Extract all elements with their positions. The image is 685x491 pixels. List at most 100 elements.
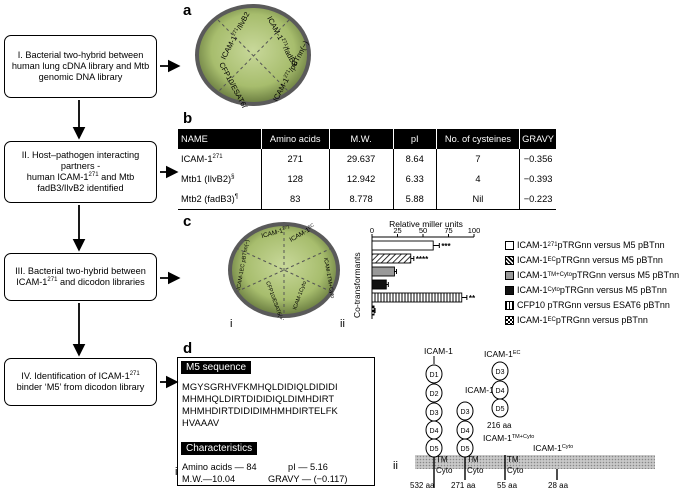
table-row: Mtb2 (fadB3)¶ 83 8.778 5.88 Nil −0.223 <box>178 189 556 210</box>
col-name: NAME <box>178 129 262 149</box>
svg-text:D4: D4 <box>461 428 470 435</box>
svg-text:D1: D1 <box>430 372 439 379</box>
m5-mw: M.W.—10.04 <box>182 474 236 484</box>
panel-c-letter: c <box>183 213 192 230</box>
m5-pi: pI — 5.16 <box>288 462 328 472</box>
flow-box-1: I. Bacterial two-hybrid between human lu… <box>4 35 157 98</box>
legend-swatch-check <box>505 315 514 325</box>
table-row: Mtb1 (IlvB2)§ 128 12.942 6.33 4 −0.393 <box>178 169 556 189</box>
label-532aa: 532 aa <box>410 481 435 490</box>
m5-sequence-header: M5 sequence <box>181 361 252 374</box>
chart-ylabel: Co-transformants <box>352 252 362 318</box>
chart-bar <box>371 266 395 277</box>
chart-bar <box>371 279 387 290</box>
panel-a-letter: a <box>183 2 192 19</box>
m5-seq-line: HVAAAV <box>182 417 220 428</box>
col-pi: pI <box>393 129 437 149</box>
m5-seq-line: MHMHDIRTDIDIDIMHMHDIRTELFK <box>182 405 338 416</box>
svg-text:Cyto: Cyto <box>507 466 524 475</box>
col-mw: M.W. <box>329 129 394 149</box>
legend-swatch-vstripe <box>505 300 514 310</box>
table-row: ICAM-1271 271 29.637 8.64 7 −0.356 <box>178 149 556 169</box>
panel-b-letter: b <box>183 110 193 127</box>
chart-bar <box>371 305 375 316</box>
svg-text:D3: D3 <box>496 369 505 376</box>
chart-tick-label: 0 <box>370 226 374 235</box>
svg-text:TM: TM <box>507 455 519 464</box>
chart-significance: **** <box>416 255 429 264</box>
label-55aa: 55 aa <box>497 481 518 490</box>
legend-swatch-gray <box>505 270 514 280</box>
m5-gravy: GRAVY — (−0.117) <box>268 474 348 484</box>
m5-aa: Amino acids — 84 <box>182 462 257 472</box>
flow-box-3: III. Bacterial two-hybrid between ICAM-1… <box>4 253 157 301</box>
chart-bar <box>371 240 434 251</box>
legend-item-5: CFP10 pTRGnn versus ESAT6 pBTnn <box>505 300 670 310</box>
chart-significance: ** <box>469 294 476 303</box>
panel-d-letter: d <box>183 340 193 357</box>
svg-text:D3: D3 <box>430 410 439 417</box>
svg-text:Cyto: Cyto <box>436 466 453 475</box>
col-gravy: GRAVY <box>519 129 556 149</box>
miller-units-chart: Relative miller units Co-transformants 0… <box>352 220 481 319</box>
chart-tick-label: 75 <box>444 226 452 235</box>
legend-swatch-hatch <box>505 255 514 265</box>
legend-swatch-black <box>505 285 514 295</box>
membrane <box>415 455 655 469</box>
flow-box-1-text: I. Bacterial two-hybrid between human lu… <box>11 49 150 83</box>
chart-bar <box>371 253 412 264</box>
svg-text:D5: D5 <box>496 406 505 413</box>
svg-text:D4: D4 <box>430 428 439 435</box>
svg-text:D5: D5 <box>430 446 439 453</box>
label-216aa: 216 aa <box>487 421 512 430</box>
chart-tick-label: 100 <box>468 226 481 235</box>
legend-swatch-white <box>505 240 514 250</box>
plate-c: ICAM-1271 ICAM-1EC ICAM-1TM+Cyto ICAM-1C… <box>228 222 340 320</box>
svg-text:TM: TM <box>436 455 448 464</box>
flow-box-4-text: IV. Identification of ICAM-1271 binder ‘… <box>16 370 145 393</box>
label-icamcyto: ICAM-1Cyto <box>533 443 573 453</box>
svg-text:D3: D3 <box>461 409 470 416</box>
label-icamtm: ICAM-1TM+Cyto <box>483 433 534 443</box>
svg-text:D2: D2 <box>430 391 439 398</box>
label-28aa: 28 aa <box>548 481 569 490</box>
panel-ci-label: i <box>230 318 233 330</box>
plate-a: ICAM-1271/IlvB2 ICAM-1271/fadB3 CFP10/ES… <box>195 4 311 108</box>
flow-box-2-text: II. Host–pathogen interacting partners -… <box>21 149 140 194</box>
svg-text:D4: D4 <box>496 388 505 395</box>
flow-box-4: IV. Identification of ICAM-1271 binder ‘… <box>4 358 157 406</box>
properties-table: NAME Amino acids M.W. pI No. of cysteine… <box>178 129 556 210</box>
svg-text:Cyto: Cyto <box>467 466 484 475</box>
m5-seq-line: MGYSGRHVFKMHQLDIDIQLDIDIDI <box>182 381 338 392</box>
domain-d1 <box>425 364 443 384</box>
chart-tick-label: 25 <box>393 226 401 235</box>
label-icam1: ICAM-1 <box>424 346 453 356</box>
chart-title: Relative miller units <box>389 220 463 229</box>
svg-text:D5: D5 <box>461 446 470 453</box>
svg-text:TM: TM <box>467 455 479 464</box>
m5-box: M5 sequence MGYSGRHVFKMHQLDIDIQLDIDIDI M… <box>177 357 375 486</box>
flow-box-2: II. Host–pathogen interacting partners -… <box>4 141 157 203</box>
col-aa: Amino acids <box>261 129 330 149</box>
label-271aa: 271 aa <box>451 481 476 490</box>
flow-box-3-text: III. Bacterial two-hybrid between ICAM-1… <box>15 265 146 288</box>
m5-characteristics-header: Characteristics <box>181 442 258 455</box>
table-header-row: NAME Amino acids M.W. pI No. of cysteine… <box>178 129 556 149</box>
m5-sequence: MGYSGRHVFKMHQLDIDIQLDIDIDI MHMHQLDIRTDID… <box>182 381 338 429</box>
panel-di-label: i <box>175 466 178 478</box>
panel-cii-label: ii <box>340 318 345 330</box>
col-cys: No. of cysteines <box>436 129 521 149</box>
m5-seq-line: MHMHQLDIRTDIDIDIQLDIMHDIRT <box>182 393 335 404</box>
chart-tick-label: 50 <box>419 226 427 235</box>
label-icamec: ICAM-1EC <box>484 349 520 359</box>
icam-schematic: ICAM-1 D1 D2 D3 D4 D5 TM Cyto 532 aa ICA… <box>410 346 655 490</box>
domain-d2 <box>425 383 443 403</box>
icam1-domains: D1 D2 D3 D4 D5 <box>425 364 443 458</box>
chart-bar <box>371 292 463 303</box>
